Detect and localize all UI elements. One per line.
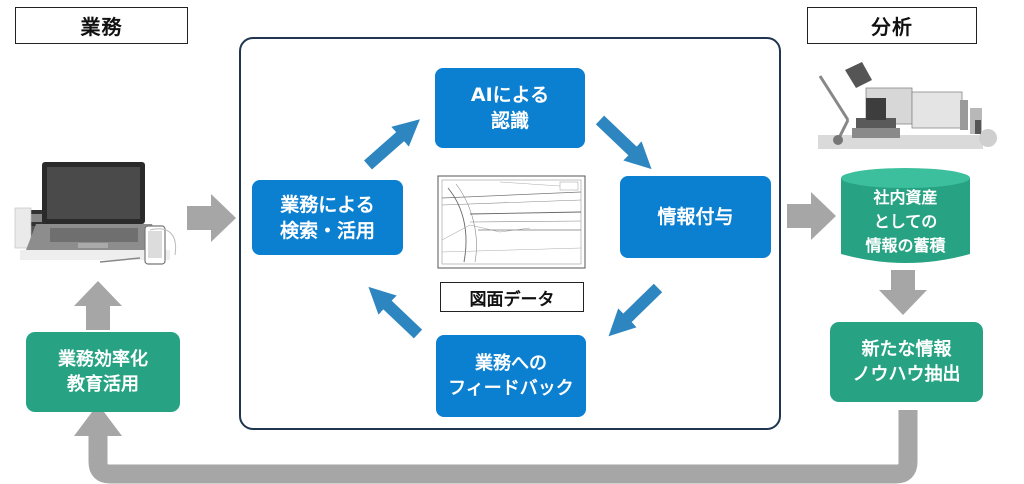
lamp-arm [818,75,850,121]
search-use-line1: 業務による [280,193,375,216]
efficiency-box: 業務効率化 教育活用 [26,332,180,412]
cycle-arrow-info-to-feedback [608,283,663,337]
efficiency-line1: 業務効率化 [58,349,148,370]
asset-line3: 情報の蓄積 [865,236,946,255]
right-arrow-1-head [211,194,236,242]
gyomu-label-text: 業務 [80,15,123,39]
knowhow-line1: 新たな情報 [861,339,952,360]
pen-icon [99,257,141,263]
feedback-line1: 業務への [475,353,547,374]
knowhow-box: 新たな情報 ノウハウ抽出 [830,322,983,402]
info-add-line1: 情報付与 [657,206,734,228]
return-loop-arrowhead [74,404,122,436]
search-use-box: 業務による 検索・活用 [252,180,403,255]
right-arrow-1-shaft [187,206,211,230]
bunseki-label-text: 分析 [871,15,913,39]
open-book-right [911,91,963,129]
up-arrow-left-head [74,281,122,306]
drawing-thumbnail [437,175,586,269]
return-loop-arrow [88,410,918,484]
efficiency-line2: 教育活用 [67,374,139,395]
gyomu-label: 業務 [15,7,188,44]
asset-line1: 社内資産 [873,188,938,207]
asset-box: 社内資産 としての 情報の蓄積 [841,182,970,262]
bunseki-label: 分析 [807,7,977,44]
search-use-line2: 検索・活用 [279,219,375,242]
books-lamp-illustration [818,62,997,149]
up-arrow-left-shaft [86,306,110,330]
right-arrow-2-head [811,192,836,240]
feedback-line2: フィードバック [448,378,574,399]
cycle-arrow-search-to-ai [364,119,420,170]
ai-recognition-line2: 認識 [490,110,529,132]
info-add-box: 情報付与 [620,176,771,258]
drawing-data-label: 図面データ [440,282,584,312]
drawing-data-label-text: 図面データ [469,289,555,310]
cycle-arrow-feedback-to-search [368,286,423,339]
down-arrow-right-shaft [891,270,915,290]
cup-icon [979,129,997,147]
ai-recognition-line1: AIによる [470,84,550,106]
laptop-illustration [14,162,177,265]
lamp-shade [845,62,872,88]
down-arrow-right-head [879,290,927,315]
ai-recognition-box: AIによる 認識 [435,68,585,148]
knowhow-line2: ノウハウ抽出 [852,364,961,385]
feedback-box: 業務への フィードバック [436,335,586,417]
asset-line2: としての [873,212,938,231]
cycle-arrow-ai-to-info [595,115,652,170]
right-arrow-2-shaft [787,204,811,228]
